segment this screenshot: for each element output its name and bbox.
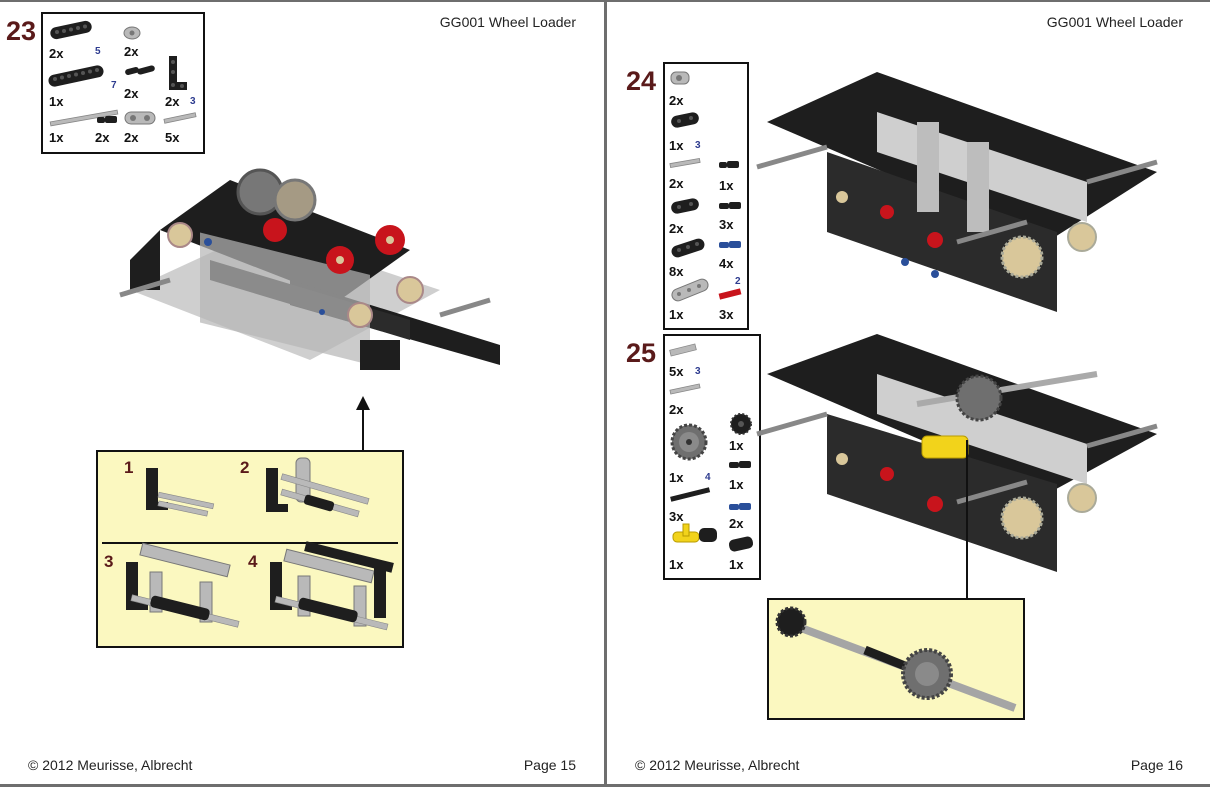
joiner-icon: [124, 111, 156, 125]
part-quantity: 1x: [49, 130, 64, 145]
beam-icon: [48, 65, 104, 87]
axle-icon: [669, 343, 697, 357]
part-quantity: 2x: [165, 94, 180, 109]
part-quantity: 2x: [669, 221, 684, 236]
subassembly-box: 1 2 3 4: [96, 450, 404, 648]
large-gear-icon: [670, 423, 708, 461]
beam-icon: [671, 278, 709, 302]
page-15: GG001 Wheel Loader 23 2x 5 2x 1x 7 2x: [0, 0, 604, 787]
axle-icon: [669, 157, 701, 169]
arrow-head-icon: [356, 396, 370, 410]
yellow-connector-icon: [672, 523, 717, 543]
part-quantity: 3x: [719, 307, 734, 322]
copyright-text: © 2012 Meurisse, Albrecht: [28, 757, 193, 773]
substep-separator: [102, 542, 398, 544]
page-header-title: GG001 Wheel Loader: [439, 14, 576, 30]
substep-4-illustration: [270, 541, 394, 631]
part-length: 3: [695, 140, 701, 151]
part-quantity: 1x: [729, 438, 744, 453]
axle-icon: [163, 112, 197, 124]
part-quantity: 3x: [719, 217, 734, 232]
beam-icon: [671, 238, 705, 258]
part-quantity: 2x: [124, 86, 139, 101]
pin-icon: [719, 202, 741, 209]
part-quantity: 1x: [729, 477, 744, 492]
part-quantity: 8x: [669, 264, 684, 279]
page-divider: [604, 0, 607, 787]
part-quantity: 2x: [49, 46, 64, 61]
chassis-assembly-illustration: [119, 168, 500, 370]
step-number: 25: [626, 338, 657, 368]
part-length: 3: [695, 366, 701, 377]
blue-pin-icon: [729, 503, 751, 510]
axle-gear-subassembly-illustration: [775, 606, 1017, 712]
beam-icon: [728, 536, 754, 552]
part-length: 2: [735, 276, 741, 287]
substep-number: 3: [104, 552, 114, 571]
substep-number: 4: [248, 552, 258, 571]
axle-icon: [669, 383, 701, 395]
pin-icon: [729, 461, 751, 468]
pin-icon: [125, 65, 155, 76]
part-quantity: 1x: [669, 307, 684, 322]
substep-number: 2: [240, 458, 250, 477]
beam-icon: [50, 20, 92, 40]
part-quantity: 1x: [669, 470, 684, 485]
part-quantity: 2x: [669, 176, 684, 191]
small-gear-icon: [730, 413, 752, 435]
page-16: GG001 Wheel Loader 24 2x 1x 3 2x 1x 2x: [607, 0, 1210, 787]
part-quantity: 5x: [165, 130, 180, 145]
part-quantity: 1x: [49, 94, 64, 109]
part-quantity: 2x: [729, 516, 744, 531]
callout-arrow: [362, 408, 364, 450]
part-quantity: 4x: [719, 256, 734, 271]
part-quantity: 2x: [124, 130, 139, 145]
bush-icon: [123, 26, 141, 40]
subassembly-box: [767, 598, 1025, 720]
substep-number: 1: [124, 458, 134, 477]
part-length: 4: [705, 472, 711, 483]
page-number: Page 15: [523, 757, 576, 773]
part-quantity: 5x: [669, 364, 684, 379]
connector-icon: [670, 71, 690, 85]
parts-list-box: 2x 5 2x 1x 7 2x 2x 3 1x: [41, 12, 205, 154]
chassis-assembly-illustration: [756, 334, 1158, 572]
substep-2-illustration: [266, 457, 370, 518]
part-quantity: 1x: [669, 557, 684, 572]
parts-list-box: 2x 1x 3 2x 1x 2x 3x 8x: [663, 62, 749, 330]
part-quantity: 2x: [124, 44, 139, 59]
parts-list-box: 5x 3 2x 1x 4 1x 1x 3x 2x: [663, 334, 761, 580]
blue-pin-icon: [719, 241, 741, 248]
page-number: Page 16: [1130, 757, 1183, 773]
axle-icon: [670, 487, 711, 502]
part-quantity: 1x: [729, 557, 744, 572]
chassis-assembly-illustration: [756, 72, 1158, 312]
red-axle-icon: [718, 288, 742, 300]
part-quantity: 1x: [719, 178, 734, 193]
part-quantity: 3x: [669, 509, 684, 524]
callout-line: [966, 440, 968, 600]
angle-beam-icon: [169, 56, 187, 90]
part-quantity: 2x: [669, 93, 684, 108]
step-number: 24: [626, 66, 657, 96]
pin-icon: [719, 161, 739, 168]
beam-icon: [671, 112, 699, 128]
beam-icon: [671, 198, 699, 214]
part-quantity: 1x: [669, 138, 684, 153]
connector-icon: [97, 116, 117, 123]
part-quantity: 2x: [669, 402, 684, 417]
step-number: 23: [6, 16, 37, 46]
substep-1-illustration: [146, 468, 215, 517]
part-quantity: 2x: [95, 130, 110, 145]
part-length: 3: [190, 96, 196, 107]
part-length: 5: [95, 46, 101, 57]
substep-3-illustration: [126, 542, 240, 628]
part-length: 7: [111, 80, 117, 91]
page-header-title: GG001 Wheel Loader: [1046, 14, 1183, 30]
axle-icon: [49, 109, 119, 127]
copyright-text: © 2012 Meurisse, Albrecht: [635, 757, 800, 773]
